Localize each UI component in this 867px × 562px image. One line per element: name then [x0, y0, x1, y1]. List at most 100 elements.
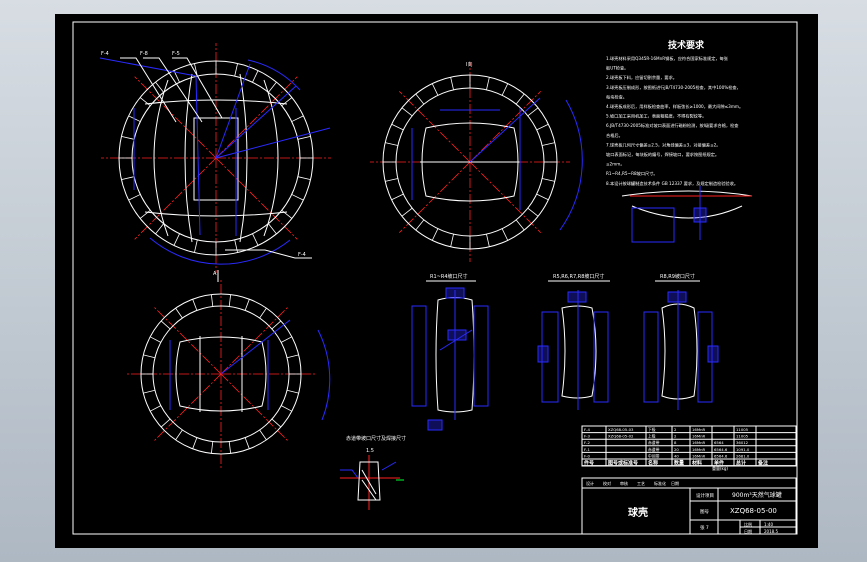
title-row-label: 审核 [620, 480, 628, 486]
bom-cell: F-2 [584, 440, 591, 445]
center-line [215, 76, 298, 159]
detail-weld-title: 赤道带坡口尺寸及焊接尺寸 [346, 435, 406, 442]
ring-segment [268, 81, 277, 93]
ring-segment [160, 320, 171, 330]
bom-cell: 11005 [736, 427, 749, 432]
bom-cell: 16MnR [692, 434, 706, 439]
tech-line: 每块检查。 [606, 93, 627, 100]
ring-segment [515, 219, 525, 231]
detail-weld: 赤道带坡口尺寸及焊接尺寸 1.5 [340, 435, 406, 510]
tech-line: 6.JB/T4730-2005标准对坡口表面进行磁粉检测，按I级要求合格，检查 [606, 122, 739, 129]
ring-segment [259, 429, 267, 441]
detail-weld-dim: 1.5 [366, 448, 374, 454]
ring-segment [143, 354, 156, 359]
ring-segment [244, 299, 250, 311]
title-row-label: 标准化 [654, 480, 666, 486]
ring-segment [401, 207, 413, 217]
ring-segment [297, 176, 311, 180]
tag-f4-bottom: F-4 [298, 252, 306, 258]
bom-cell: 40 [674, 453, 679, 458]
ring-segment [391, 123, 404, 131]
bom-cell: 赤道带 [648, 440, 660, 445]
title-block: 设计校对审核工艺标准化日期 球壳 设计项目 900m³天然气球罐 图号 XZQ6… [581, 477, 797, 535]
label-project: 设计项目 [696, 492, 714, 499]
label-drawing-no: 图号 [700, 509, 709, 515]
label-view-a: A [213, 271, 217, 277]
ring-segment [160, 418, 171, 428]
tech-line: ≤2mm。 [606, 162, 625, 167]
ring-segment [515, 93, 525, 105]
project-name: 900m³天然气球罐 [732, 491, 782, 499]
label-view-i: Ⅰ向 [466, 61, 472, 68]
view-bottom-left: A [126, 270, 331, 469]
tech-line: 1.球壳材料采用Q345R-16MnR钢板，应符合国家标准规定，每张 [606, 55, 729, 62]
drawing-border [72, 21, 798, 535]
ring-segment [501, 83, 509, 96]
detail-d2: R5,R6,R7,R8坡口尺寸 [537, 273, 610, 410]
center-line [134, 157, 217, 240]
ring-segment [286, 389, 299, 394]
ring-segment [173, 233, 180, 246]
bom-cell: 2681.0 [736, 453, 750, 458]
title-row-label: 日期 [671, 480, 679, 486]
bom-cell: 20 [674, 447, 679, 452]
bom-cell: 16MnR [692, 427, 706, 432]
ring-segment [431, 83, 439, 96]
label-scale: 比例 [744, 521, 752, 527]
ring-segment [155, 81, 164, 93]
view-top-right: Ⅰ向 [370, 61, 583, 262]
tech-line: R1~R4,R5~R8坡口尺寸。 [606, 170, 658, 177]
ring-segment [542, 142, 555, 146]
bom-cell: F-1 [584, 447, 591, 452]
ring-segment [281, 210, 293, 219]
tag-f4: F-4 [101, 51, 109, 57]
ring-segment [175, 307, 183, 319]
bom-cell: 2 [674, 434, 677, 439]
bom-header-cell: 材料 [692, 460, 702, 467]
bom-cell: F-4 [584, 427, 591, 432]
ring-segment [385, 178, 398, 182]
ring-segment [128, 194, 141, 201]
ring-segment [450, 234, 454, 247]
bom-cell: 6564.6 [714, 447, 728, 452]
ring-segment [259, 307, 267, 319]
ring-segment [252, 233, 259, 246]
view-top-left: F-4 F-8 F-5 F-4 [99, 43, 331, 273]
ring-segment [139, 97, 151, 106]
tech-line: 8.本设计按球罐制造技术条件 GB 12337 要求，及规定制造检验验收。 [606, 180, 738, 187]
ring-segment [268, 223, 277, 235]
title-row-label: 设计 [586, 480, 594, 486]
tag-f5: F-5 [172, 51, 180, 57]
bom-cell: 赤道带 [648, 447, 660, 452]
ring-segment [228, 441, 232, 454]
detail-d3: R8,R9坡口尺寸 [643, 273, 719, 410]
tech-line: 5.坡口加工采用机加工，表面粗糙度，不得有裂纹等。 [606, 113, 706, 120]
ring-segment [286, 354, 299, 359]
detail-d3-title: R8,R9坡口尺寸 [660, 273, 695, 280]
bom-cell: F-0 [584, 453, 591, 458]
tech-line: 坡口表面标记，每块板的编号，焊接坡口，要求按图纸规定。 [606, 151, 719, 158]
bom-header-cell: 数量 [674, 460, 684, 467]
bom-cell: 11005 [736, 434, 749, 439]
bom-cell: XZQ68-05-03 [608, 427, 634, 432]
ring-segment [194, 239, 198, 253]
bom-cell: F-3 [584, 434, 591, 439]
technical-requirements: 技术要求 1.球壳材料采用Q345R-16MnR钢板，应符合国家标准规定，每张 … [606, 39, 743, 187]
tech-line: 7.球壳板几何尺寸偏差≤2.5，对角线偏差≤3，对接偏差≤2。 [606, 141, 720, 148]
ring-segment [391, 193, 404, 201]
ring-segment [281, 97, 293, 106]
ring-segment [527, 207, 539, 217]
ring-segment [415, 219, 425, 231]
ring-segment [486, 234, 490, 247]
ring-segment [542, 178, 555, 182]
ring-segment [271, 418, 282, 428]
bom-cell: 下极 [648, 427, 656, 432]
bom-cell: 1091.0 [736, 447, 750, 452]
detail-d1-title: R1~R4坡口尺寸 [430, 273, 468, 280]
bom-cell: 6564.6 [714, 453, 728, 458]
ring-segment [121, 176, 135, 180]
bom-cell: 16MnR [692, 440, 706, 445]
